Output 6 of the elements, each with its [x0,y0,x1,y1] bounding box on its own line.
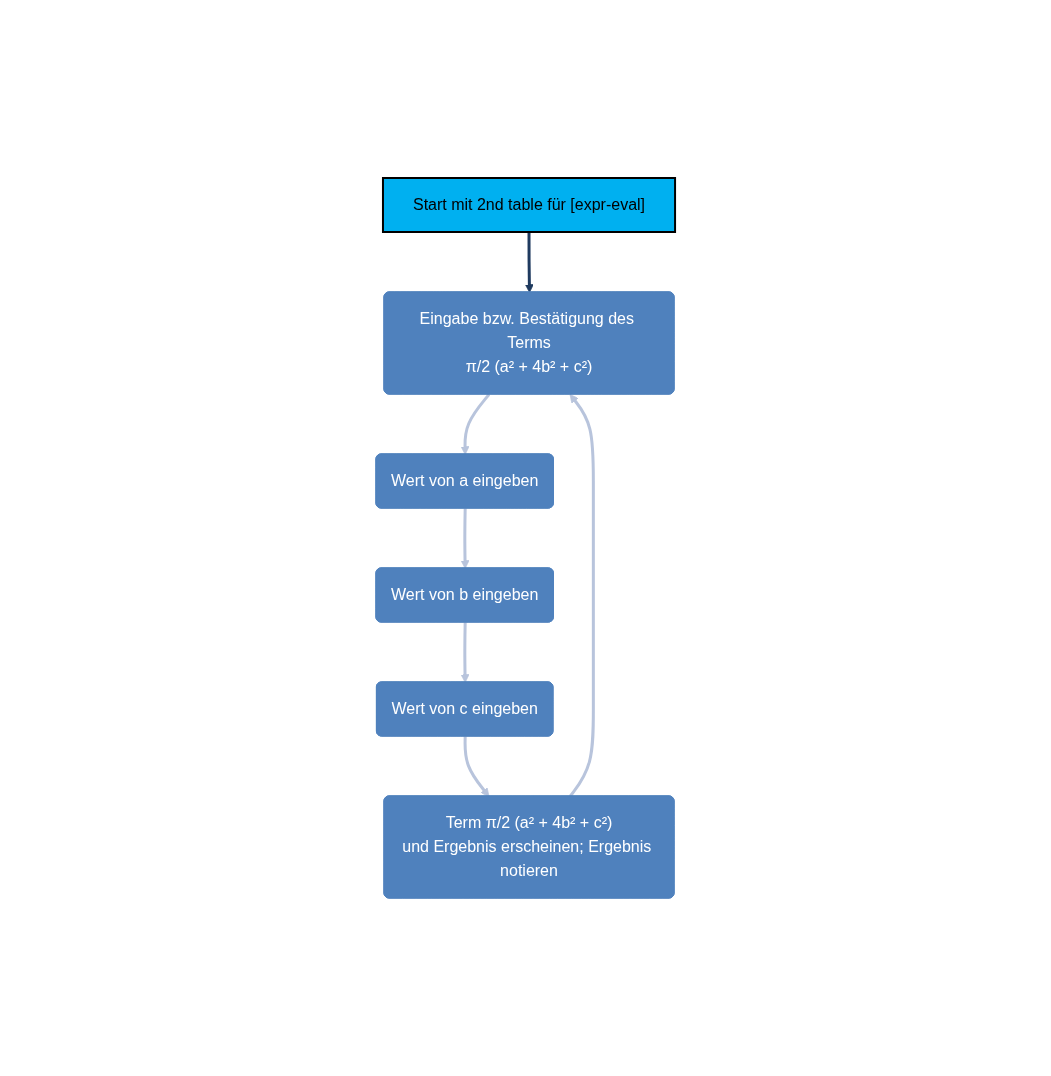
arrow [460,393,491,455]
arrow [463,736,490,797]
node-box: Start mit 2nd table für [expr-eval] [381,177,677,233]
arrow [524,232,534,293]
arrow [460,622,470,683]
arrow [460,508,470,569]
